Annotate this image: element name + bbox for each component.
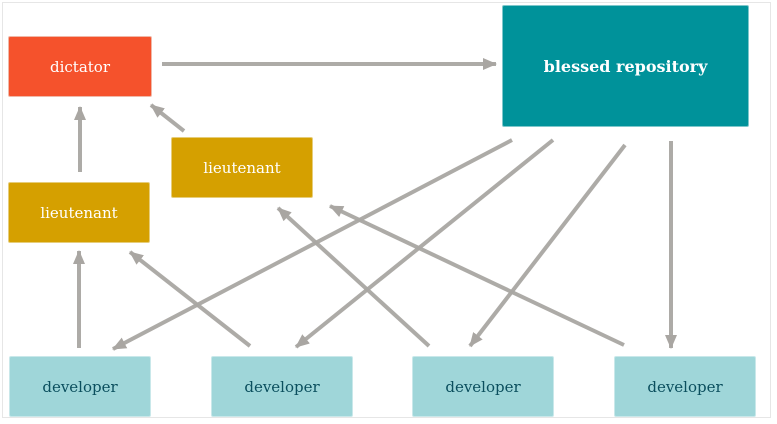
lieutenant-node-left: lieutenant: [8, 182, 150, 243]
developer-label-1: developer: [42, 377, 118, 396]
blessed-repository-node: blessed repository: [502, 5, 749, 127]
developer-label-4: developer: [647, 377, 723, 396]
arrow-developer2-to-lieutenant-left: [128, 250, 252, 348]
developer-node-3: developer: [412, 356, 554, 417]
arrow-lieutenant-upper-to-dictator: [149, 103, 186, 133]
dictator-label: dictator: [50, 57, 110, 76]
developer-node-4: developer: [614, 356, 756, 417]
arrow-developer3-to-lieutenant-upper: [276, 206, 431, 348]
blessed-repository-label: blessed repository: [543, 56, 708, 76]
arrow-blessed-to-developer3: [468, 143, 627, 348]
arrow-blessed-to-developer2: [294, 138, 555, 349]
lieutenant-label-upper: lieutenant: [203, 158, 281, 177]
developer-node-2: developer: [211, 356, 353, 417]
developer-label-3: developer: [445, 377, 521, 396]
lieutenant-label-left: lieutenant: [40, 203, 118, 222]
dictator-node: dictator: [8, 36, 152, 97]
developer-node-1: developer: [9, 356, 151, 417]
arrow-developer4-to-lieutenant-upper: [329, 204, 625, 347]
arrow-blessed-to-developer1: [112, 138, 513, 351]
developer-label-2: developer: [244, 377, 320, 396]
lieutenant-node-upper: lieutenant: [171, 137, 313, 198]
